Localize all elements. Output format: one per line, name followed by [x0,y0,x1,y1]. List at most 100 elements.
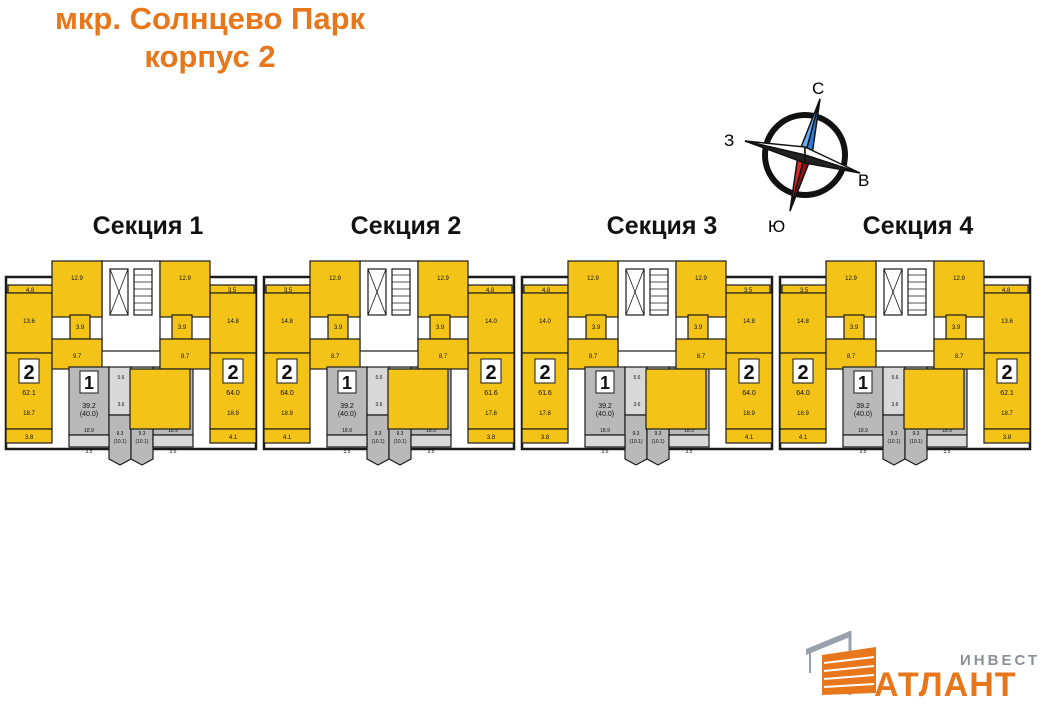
rooms-count: 1 [84,373,94,393]
room-kitchen [366,414,390,466]
area-hall: 8.7 [955,354,964,360]
area-room: 18.9 [600,428,610,434]
area-living-2: 18.9 [227,411,239,417]
apartment-area: 64.0 [796,390,810,397]
rooms-badge [276,358,298,384]
area-loggia: 3.8 [25,435,34,441]
room-rooms [387,368,449,430]
stairwell [649,268,669,316]
rooms-count: 2 [23,362,34,384]
area-bath: 3.6 [634,402,641,408]
title-line-1: мкр. Солнцево Парк [54,1,366,36]
area-kitchen-2: (10.1) [135,439,148,445]
area-kitchen: 9.3 [117,431,124,437]
area-loggia: 3.8 [541,435,550,441]
area-living-2: 18.9 [797,411,809,417]
area-kitchen-2: (10.1) [113,439,126,445]
rooms-badge [853,370,873,394]
area-top-balcony: 4.8 [542,288,551,294]
lift-cross [883,268,903,316]
stairwell [391,268,411,316]
stair-core [875,260,935,352]
area-hall: 8.7 [439,354,448,360]
area-living-2: 18.9 [281,411,293,417]
area-loggia: 3.8 [487,435,496,441]
rooms-badge [996,358,1018,384]
area-living-2: 18.9 [743,411,755,417]
stairwell [133,268,153,316]
room-hall [933,338,985,370]
area-bath: 3.6 [892,402,899,408]
stair-core [359,260,419,352]
area-loggia: 3.5 [944,449,951,455]
area-room: 18.9 [858,428,868,434]
section-1-label: Секция 1 [92,212,204,240]
rooms-badge [18,358,40,384]
area-kitchen: 9.3 [891,431,898,437]
rooms-count: 2 [485,362,496,384]
room-kitchen [933,260,985,318]
room-kitchen [825,260,877,318]
room-kitchen [567,260,619,318]
room-loggia [668,434,710,448]
room-kitchen [108,414,132,466]
area-bath: 3.9 [952,325,961,331]
area-room: 18.9 [168,428,178,434]
area-living: 13.6 [1001,319,1013,325]
room-hall [825,338,877,370]
area-bath: 3.9 [76,325,85,331]
area-top-balcony: 3.5 [744,288,753,294]
section-3-label: Секция 3 [606,212,718,240]
apartment-area-2: (40.0) [596,411,614,418]
area-living: 14.8 [281,319,293,325]
area-kitchen: 12.9 [71,276,83,282]
area-top-balcony: 4.8 [1002,288,1011,294]
area-room: 18.9 [84,428,94,434]
area-loggia: 3.5 [170,449,177,455]
area-kitchen: 9.3 [375,431,382,437]
rooms-count: 2 [539,362,550,384]
area-room: 18.9 [342,428,352,434]
area-loggia: 3.5 [686,449,693,455]
area-bath: 3.9 [178,325,187,331]
area-bath: 3.9 [592,325,601,331]
room-kitchen [882,414,906,466]
area-loggia: 3.5 [344,449,351,455]
rooms-count: 1 [600,373,610,393]
area-hall: 5.6 [634,375,641,381]
room-living [467,292,515,354]
apartment-area-2: (40.0) [80,411,98,418]
compass-north: С [812,79,825,98]
area-kitchen: 12.9 [695,276,707,282]
area-living: 14.8 [227,319,239,325]
room-loggia [410,434,452,448]
area-loggia: 4.1 [745,435,754,441]
room-loggia [68,434,110,448]
room-kitchen [624,414,648,466]
room-loggia [263,428,311,444]
rooms-count: 2 [797,362,808,384]
room-loggia [5,428,53,444]
compass-south: Ю [768,217,786,236]
area-living-2: 17.8 [485,411,497,417]
apartment-area: 62.1 [22,390,36,397]
area-bath: 3.9 [334,325,343,331]
rooms-count: 1 [342,373,352,393]
apartment-area: 39.2 [82,403,96,410]
area-living: 14.0 [485,319,497,325]
area-hall: 9.7 [73,354,82,360]
stair-core [617,260,677,352]
area-kitchen: 9.3 [655,431,662,437]
rooms-badge [738,358,760,384]
area-kitchen-2: (10.1) [887,439,900,445]
rooms-count: 2 [227,362,238,384]
area-hall: 8.7 [331,354,340,360]
